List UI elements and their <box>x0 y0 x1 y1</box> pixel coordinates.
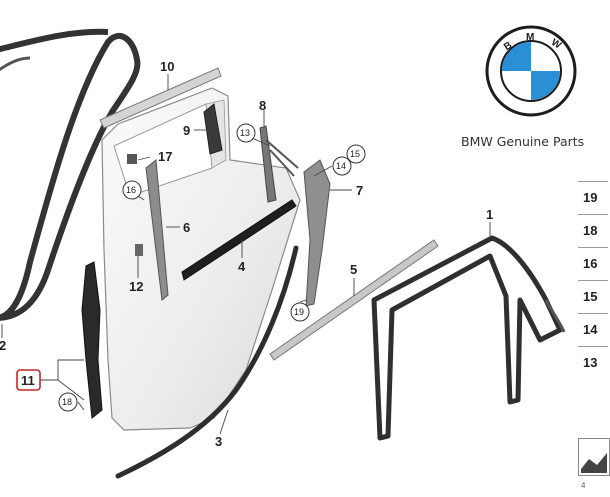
callout-label: 14 <box>336 161 346 171</box>
callout-label: 4 <box>238 259 246 274</box>
callout-label: 9 <box>183 123 190 138</box>
callout-label: 11 <box>21 373 35 388</box>
callout-label: 17 <box>158 149 172 164</box>
table-row: 13 <box>578 346 608 379</box>
brand-caption: BMW Genuine Parts <box>461 134 585 149</box>
table-cell: 14 <box>583 322 598 337</box>
callout-label: 16 <box>126 185 136 195</box>
table-row: 18 <box>578 214 608 247</box>
belt-moulding-part-4 <box>181 199 297 281</box>
callout-label: 3 <box>215 434 222 449</box>
strip-part-10 <box>99 67 222 129</box>
callout-label: 5 <box>350 262 357 277</box>
table-cell: 18 <box>583 223 598 238</box>
window-frame-seal-part-1 <box>371 235 563 441</box>
logo-letter: B <box>502 40 514 53</box>
inner-seal-part-11 <box>81 261 103 419</box>
pillar-part-7 <box>303 159 331 307</box>
callout-label: 6 <box>183 220 190 235</box>
bracket-part-8 <box>259 125 277 203</box>
logo-letter: M <box>526 32 534 43</box>
callout-label: 15 <box>350 149 360 159</box>
callout-label: 10 <box>160 59 174 74</box>
table-row: 19 <box>578 181 608 214</box>
callout-label: 18 <box>62 397 72 407</box>
parts-side-table: 19 18 16 15 14 13 <box>578 181 608 379</box>
table-footer-number: 4 <box>581 481 586 490</box>
table-cell: 13 <box>583 355 598 370</box>
seal-strip-part-3 <box>115 245 299 479</box>
trim-part-9 <box>203 103 223 155</box>
callout-label: 2 <box>0 338 6 353</box>
table-row: 14 <box>578 313 608 346</box>
clip-part-12 <box>135 244 143 256</box>
strip-part-5 <box>269 239 439 361</box>
bmw-logo: B M W <box>485 25 577 117</box>
thumbnail-icon <box>581 453 607 473</box>
window-channel-part-6 <box>145 159 169 301</box>
callout-label: 1 <box>486 207 493 222</box>
callout-label: 13 <box>240 128 250 138</box>
table-row: 16 <box>578 247 608 280</box>
leader-lines <box>1 74 491 435</box>
callout-label: 7 <box>356 183 363 198</box>
callouts: 10 9 8 13 17 14 15 16 6 7 1 4 12 5 19 11… <box>0 59 493 449</box>
table-cell: 16 <box>583 256 598 271</box>
table-cell: 19 <box>583 190 598 205</box>
table-row: 15 <box>578 280 608 313</box>
highlight-box-11 <box>16 369 41 391</box>
outer-door-seal-part <box>0 33 141 321</box>
table-footer-thumbnail <box>578 438 610 476</box>
callout-label: 12 <box>129 279 143 294</box>
table-cell: 15 <box>583 289 598 304</box>
callout-label: 19 <box>294 307 304 317</box>
callout-label: 8 <box>259 98 266 113</box>
clip-part-17 <box>127 154 137 164</box>
